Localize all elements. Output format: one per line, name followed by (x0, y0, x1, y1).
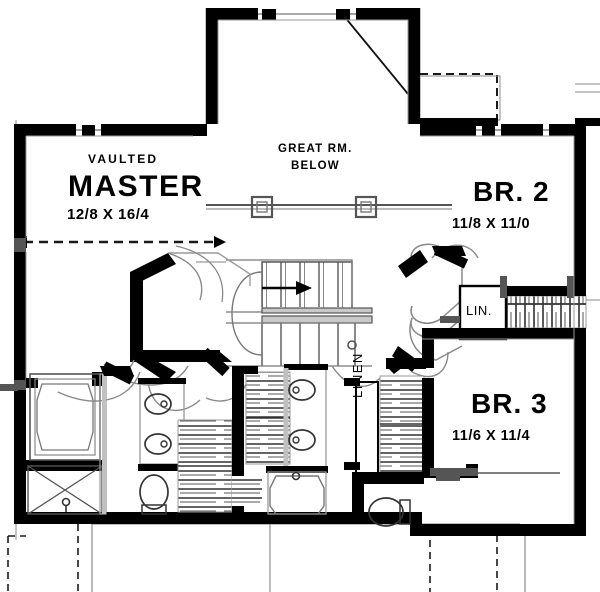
bumpout-wall (420, 118, 498, 126)
master-room-outline (25, 135, 193, 380)
great-room-below-label-line2: BELOW (291, 160, 340, 172)
vaulted-ceiling-line (14, 236, 226, 248)
master-vanity-area (138, 378, 233, 515)
bathtub-hall (267, 471, 327, 515)
roof-bumpout-thin (420, 75, 501, 121)
room-dimensions-master: 12/8 X 16/4 (67, 206, 150, 223)
toilet-br3 (368, 497, 411, 527)
vanity-sink (144, 433, 172, 455)
shower-master (27, 465, 103, 515)
vanity-sink (144, 393, 172, 415)
room-dimensions-br3: 11/6 X 11/4 (452, 428, 531, 444)
bumpout-hatch (575, 83, 600, 93)
room-label-master: MASTER (68, 170, 204, 203)
master-bath (26, 361, 189, 515)
hall-bath (232, 364, 383, 515)
bumpout-wall-right (575, 118, 600, 126)
staircase (215, 259, 373, 367)
master-door-swing (167, 252, 203, 301)
br3-door-swing (411, 351, 449, 378)
lower-floor-outline (7, 524, 498, 592)
toilet-master (139, 474, 169, 515)
balcony-railing (206, 195, 452, 219)
vanity-sink (288, 429, 316, 451)
exterior-walls (14, 8, 586, 536)
vanity-sink (288, 379, 316, 401)
roof-hip-line (343, 15, 409, 95)
stair-up-arrow-icon (296, 281, 312, 295)
railing-post (354, 195, 378, 219)
br-divider-wall (422, 328, 586, 474)
room-label-br2: BR. 2 (473, 176, 550, 207)
upper-block-interior-outline (217, 19, 409, 124)
room-dimensions-br2: 11/8 X 11/0 (452, 216, 531, 232)
br-interior-outlines (420, 135, 575, 524)
roof-bumpout-dashed (420, 73, 498, 118)
linen-closet-short-label: LIN. (466, 303, 492, 318)
drawing-root (0, 8, 600, 592)
railing-post (250, 195, 274, 219)
room-label-br3: BR. 3 (471, 388, 548, 419)
great-room-below-label-line1: GREAT RM. (278, 143, 353, 155)
master-qualifier-label: VAULTED (88, 152, 159, 166)
bathtub-master (29, 373, 101, 461)
linen-closet-long-label: LINEN (350, 352, 365, 398)
door-jambs (0, 238, 478, 481)
linen-closet-tall (344, 375, 425, 514)
